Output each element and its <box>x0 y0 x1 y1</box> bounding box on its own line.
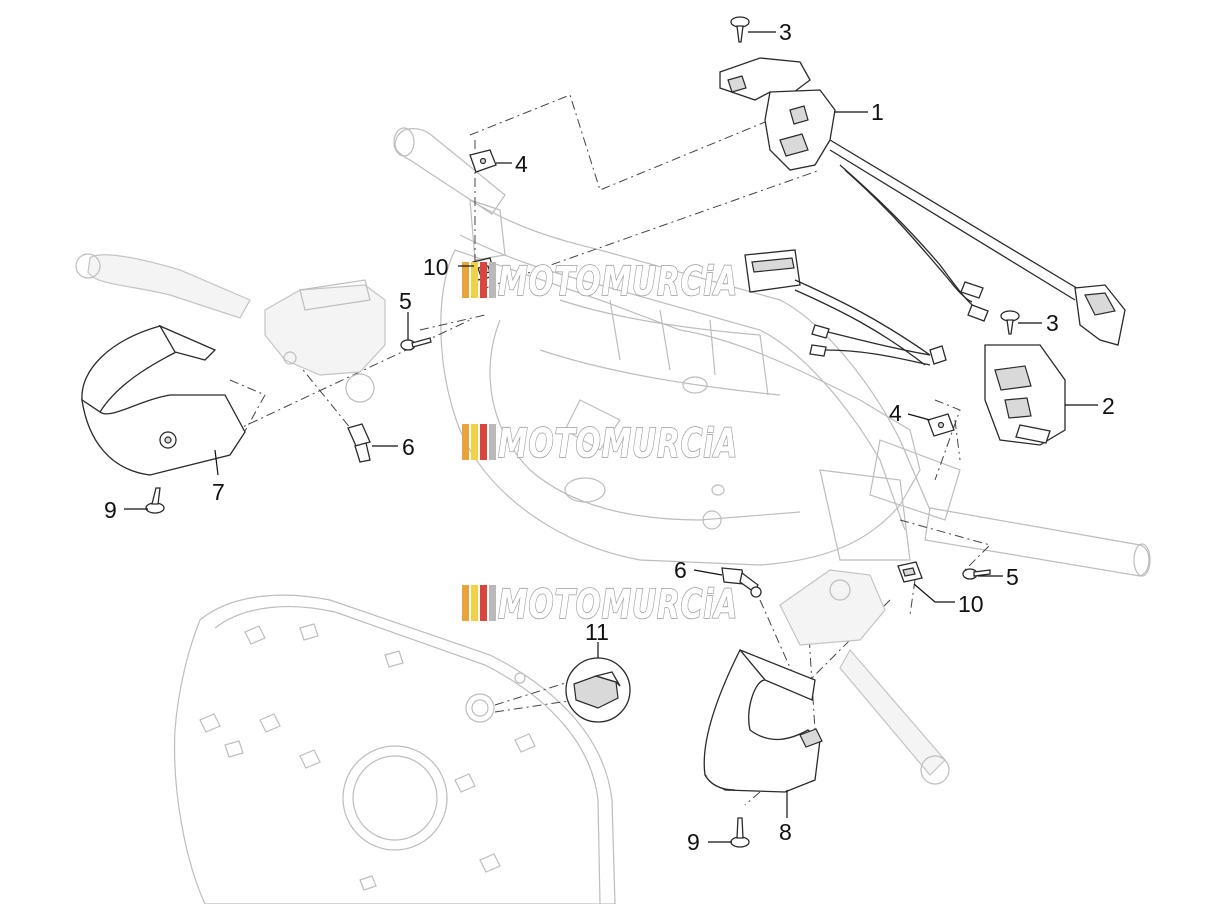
part-3-screw-top <box>730 16 750 43</box>
callout-10-left: 10 <box>423 254 449 280</box>
part-5-screw-right <box>962 568 991 580</box>
callout-7: 7 <box>212 479 225 505</box>
part-6-switch-left <box>347 423 371 463</box>
part-7-left-cover <box>81 324 246 476</box>
callout-9-left: 9 <box>104 497 117 523</box>
handlebar-ghost <box>393 127 1151 577</box>
part-5-screw-left <box>400 337 432 351</box>
part-2-right-switch-assembly <box>744 249 1066 446</box>
callout-1: 1 <box>871 99 884 125</box>
watermark-3: MOTOMURCiA <box>462 581 738 629</box>
part-4-clip-left <box>469 149 497 173</box>
callout-10-right: 10 <box>958 591 984 617</box>
callout-2: 2 <box>1102 393 1115 419</box>
watermark-1: MOTOMURCiA <box>462 258 738 306</box>
wm-stripe <box>489 262 496 298</box>
callout-9-right: 9 <box>687 829 700 855</box>
wm-stripe <box>471 424 478 460</box>
part-9-screw-right <box>730 817 750 848</box>
callout-3-top: 3 <box>779 19 792 45</box>
watermark-text: MOTOMURCiA <box>498 421 738 467</box>
part-9-screw-left <box>145 487 165 514</box>
callout-6-right: 6 <box>674 557 687 583</box>
part-4-clip-right <box>927 413 955 437</box>
dashboard-panel-ghost <box>173 594 616 904</box>
callout-4-left: 4 <box>515 151 528 177</box>
watermark-2: MOTOMURCiA <box>462 420 738 468</box>
part-10-nut-right <box>897 561 923 583</box>
part-11-plug-detail <box>565 657 631 723</box>
callout-3-right: 3 <box>1046 310 1059 336</box>
callout-4-right: 4 <box>889 400 902 426</box>
wm-stripe <box>462 585 469 621</box>
callout-8: 8 <box>779 819 792 845</box>
wm-stripe <box>471 262 478 298</box>
wm-stripe <box>480 262 487 298</box>
left-lever-master-cylinder <box>75 253 386 403</box>
part-8-right-cover <box>703 648 823 793</box>
wm-stripe <box>480 585 487 621</box>
callout-5-right: 5 <box>1006 564 1019 590</box>
wm-stripe <box>489 424 496 460</box>
wm-stripe <box>471 585 478 621</box>
callout-labels: 3 1 4 10 5 6 7 9 3 2 4 6 5 10 11 8 9 <box>104 19 1115 855</box>
part-6-switch-right <box>721 567 762 598</box>
watermark-text: MOTOMURCiA <box>498 582 738 628</box>
callout-11: 11 <box>585 619 609 645</box>
right-lever-bracket <box>779 569 950 785</box>
callout-5-left: 5 <box>399 288 412 314</box>
wm-stripe <box>462 424 469 460</box>
wm-stripe <box>489 585 496 621</box>
part-1-left-switch-assembly <box>719 57 1126 346</box>
callout-6-left: 6 <box>402 434 415 460</box>
callout-leaders <box>124 31 1098 843</box>
wm-stripe <box>462 262 469 298</box>
wm-stripe <box>480 424 487 460</box>
part-3-screw-right <box>1000 310 1020 335</box>
watermark-text: MOTOMURCiA <box>498 259 738 305</box>
